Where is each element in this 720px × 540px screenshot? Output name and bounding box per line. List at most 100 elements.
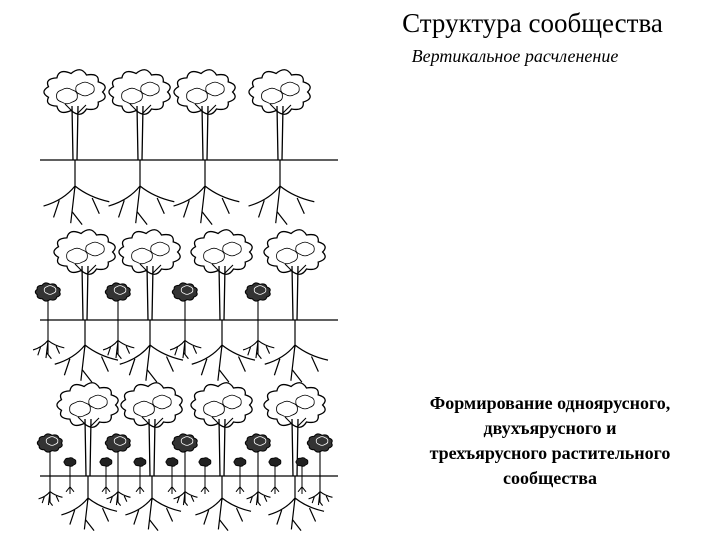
crown-detail: [69, 400, 91, 418]
herb-leaves: [198, 457, 212, 467]
tree-crown: [190, 229, 253, 275]
tree-crown: [120, 382, 183, 428]
shrub-detail: [113, 436, 127, 446]
tree-crown: [173, 69, 236, 115]
shrub-crown: [244, 282, 271, 302]
herb-leaves: [295, 457, 309, 467]
crown-detail: [75, 81, 95, 97]
tree-roots: [61, 476, 118, 532]
tree-trunk: [71, 105, 79, 161]
shrub: [242, 282, 275, 360]
tree-branch: [141, 416, 164, 428]
crown-detail: [276, 400, 298, 418]
tree-trunk: [218, 418, 226, 477]
herb-leaves: [63, 457, 77, 467]
shrub: [102, 282, 135, 360]
herb-stem: [101, 466, 111, 494]
shrub-detail: [180, 436, 194, 446]
tree-crown: [263, 382, 326, 428]
caption-line-2: двухъярусного и: [483, 418, 617, 438]
crown-detail: [150, 241, 170, 257]
tree-roots: [268, 476, 325, 532]
herb-stem: [135, 466, 145, 494]
tall-tree: [43, 69, 110, 225]
tree-roots: [108, 160, 175, 225]
shrub-stem: [246, 451, 271, 506]
shrub: [36, 433, 63, 506]
tree-roots: [191, 320, 256, 383]
tree-branch: [211, 263, 234, 275]
tree-crown: [248, 69, 311, 115]
tree-branch: [64, 103, 87, 115]
shrub-crown: [36, 433, 63, 453]
shrub: [169, 282, 202, 360]
tree-branch: [194, 103, 217, 115]
shrub-stem: [242, 300, 275, 360]
tree-branch: [211, 416, 234, 428]
caption: Формирование одноярусного, двухъярусного…: [380, 391, 720, 491]
crown-detail: [56, 87, 78, 105]
tree-crown: [56, 382, 119, 428]
tree-crown: [43, 69, 106, 115]
crown-detail: [203, 247, 225, 265]
crown-detail: [222, 394, 242, 410]
shrub-stem: [106, 451, 131, 506]
shrub-crown: [306, 433, 333, 453]
shrub-crown: [34, 282, 61, 302]
tree-roots: [195, 476, 252, 532]
shrub-detail: [43, 285, 57, 295]
shrub: [306, 433, 333, 506]
tall-tree: [248, 69, 315, 225]
shrub-crown: [104, 282, 131, 302]
crown-detail: [131, 247, 153, 265]
tree-branch: [284, 416, 307, 428]
shrub-crown: [244, 433, 271, 453]
shrub-crown: [104, 433, 131, 453]
two-tier-community: [32, 229, 338, 383]
crown-detail: [140, 81, 160, 97]
herb-stem: [270, 466, 280, 494]
tree-crown: [53, 229, 116, 275]
tree-trunk: [81, 265, 89, 321]
herb: [268, 457, 282, 494]
tree-roots: [43, 160, 110, 225]
crown-detail: [280, 81, 300, 97]
herb: [165, 457, 179, 494]
tree-crown: [263, 229, 326, 275]
shrub: [32, 282, 65, 360]
crown-detail: [203, 400, 225, 418]
caption-line-3: трехъярусного растительного: [429, 443, 671, 463]
caption-line-1: Формирование одноярусного,: [429, 393, 671, 413]
tree-branch: [129, 103, 152, 115]
herb: [295, 457, 309, 494]
slide-title: Структура сообщества: [402, 8, 663, 38]
shrub-stem: [169, 300, 202, 360]
tree-trunk: [136, 105, 144, 161]
herb-stem: [65, 466, 75, 494]
tree-branch: [139, 263, 162, 275]
tree-roots: [119, 320, 184, 383]
tree-trunk: [201, 105, 209, 161]
crown-detail: [222, 241, 242, 257]
tall-tree: [56, 382, 119, 532]
crown-detail: [295, 241, 315, 257]
crown-detail: [88, 394, 108, 410]
crown-detail: [66, 247, 88, 265]
crown-detail: [186, 87, 208, 105]
crown-detail: [85, 241, 105, 257]
shrub-stem: [308, 451, 333, 506]
tree-trunk: [84, 418, 92, 477]
herb-stem: [167, 466, 177, 494]
tall-tree: [120, 382, 183, 532]
three-tier-community: [36, 382, 338, 532]
shrub-crown: [171, 433, 198, 453]
herb: [198, 457, 212, 494]
shrub-stem: [38, 451, 63, 506]
shrub-stem: [32, 300, 65, 360]
slide-subtitle: Вертикальное расчленение: [411, 46, 619, 66]
crown-detail: [205, 81, 225, 97]
herb-leaves: [133, 457, 147, 467]
tree-crown: [108, 69, 171, 115]
